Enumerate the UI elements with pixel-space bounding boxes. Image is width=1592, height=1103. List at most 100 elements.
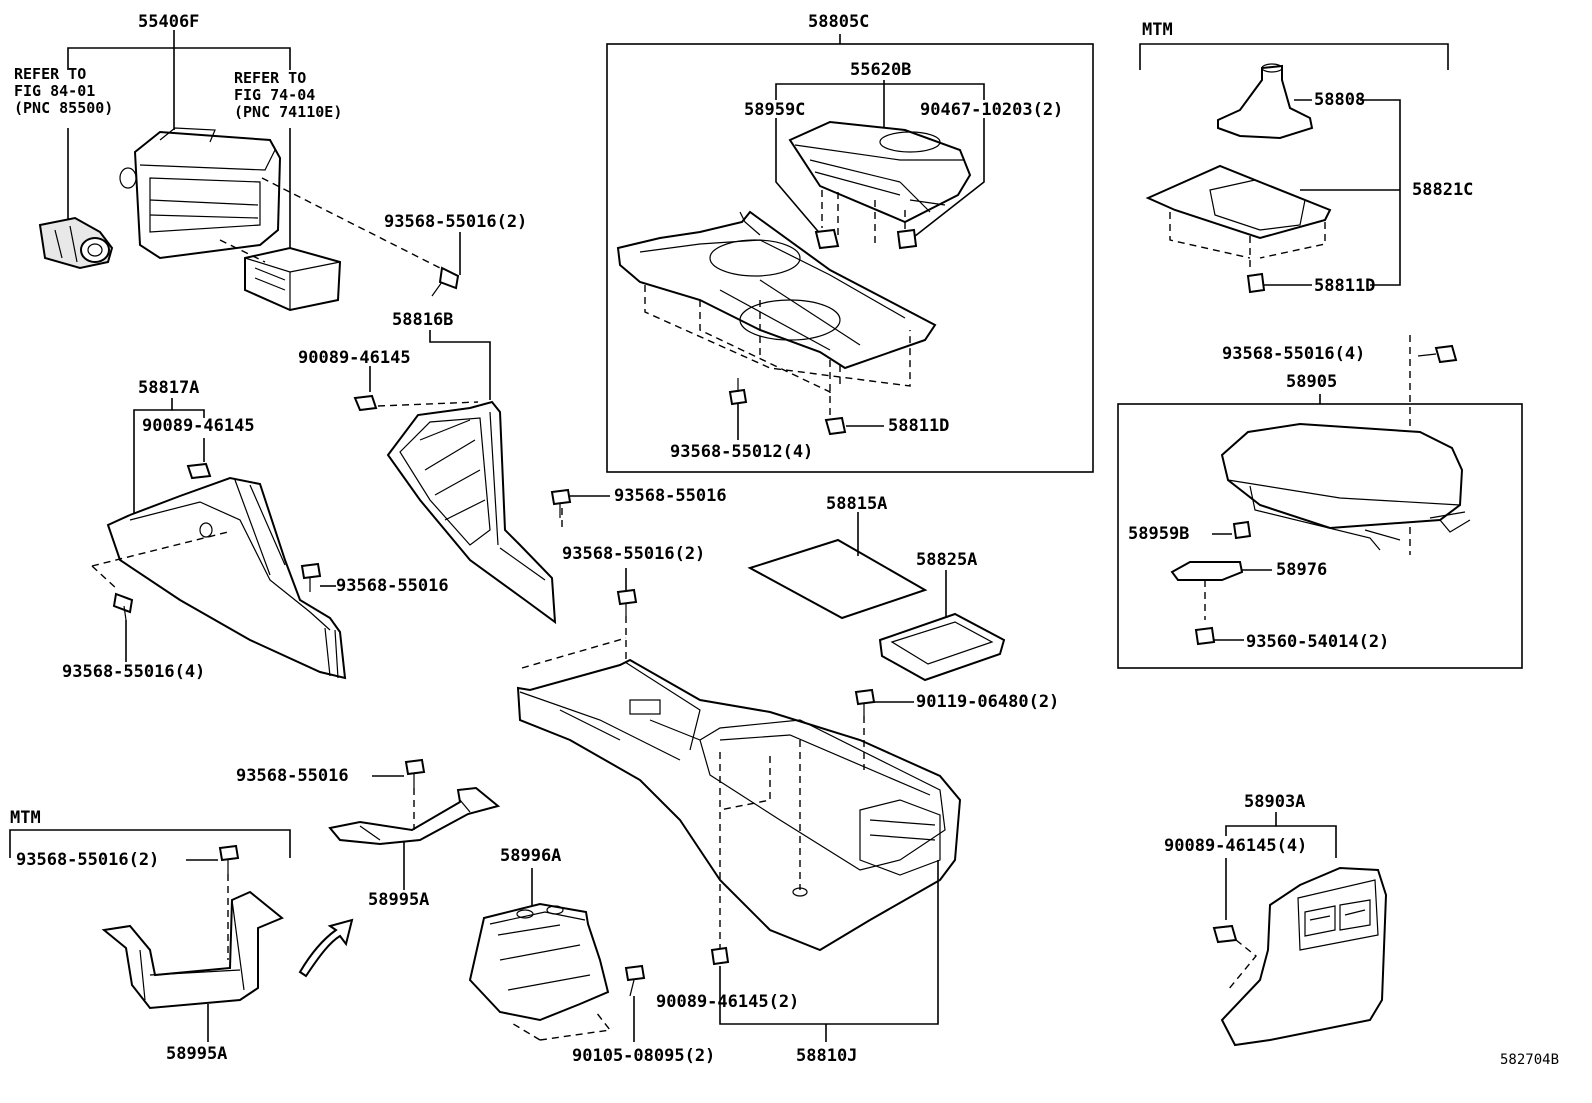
- dash-55620B: [821, 190, 906, 246]
- leader-58903A: [1225, 812, 1337, 920]
- label-58903A: 58903A: [1244, 792, 1306, 812]
- bracket-58995A-b: [101, 890, 284, 1010]
- clip-90089-b: [186, 462, 212, 480]
- label-90105-08095: 90105-08095(2): [572, 1046, 716, 1066]
- label-55406F: 55406F: [138, 12, 200, 32]
- reference-note-74110E-line2: FIG 74-04: [234, 86, 316, 104]
- reference-note-85500-line3: (PNC 85500): [14, 99, 114, 117]
- label-93568-55012: 93568-55012(4): [670, 442, 814, 462]
- label-58811D-a: 58811D: [888, 416, 950, 436]
- cigarette-lighter-part: [38, 216, 114, 270]
- clip-90089-a: [353, 394, 378, 412]
- label-58995A-a: 58995A: [368, 890, 430, 910]
- screw-93568-4a: [112, 592, 134, 621]
- label-58905: 58905: [1286, 372, 1338, 392]
- label-58816B: 58816B: [392, 310, 454, 330]
- screw-93560: [1194, 626, 1216, 646]
- clip-58811D-a: [824, 416, 847, 436]
- leader-55406F: [67, 30, 291, 258]
- label-90089-46145-a: 90089-46145: [298, 348, 411, 368]
- clip-90089-4: [1212, 924, 1238, 944]
- switch-part-74110E: [244, 246, 342, 312]
- mtm-top-bracket: [1139, 43, 1449, 70]
- console-top-panel-58805C: [616, 210, 937, 370]
- dash-clip-a: [377, 401, 479, 407]
- screw-93568-a: [550, 488, 572, 518]
- box-58805C: [606, 43, 1094, 473]
- label-58959B: 58959B: [1128, 524, 1190, 544]
- rear-panel-58903A: [1220, 866, 1388, 1047]
- leader-58816B: [369, 330, 491, 400]
- label-93568-55016-2b: 93568-55016(2): [562, 544, 706, 564]
- leader-58810J: [719, 860, 939, 1042]
- label-55620B: 55620B: [850, 60, 912, 80]
- direction-arrow: [298, 918, 354, 978]
- figure-id: 582704B: [1500, 1052, 1560, 1068]
- cup-holder-55620B: [788, 120, 972, 224]
- label-90089-46145-4: 90089-46145(4): [1164, 836, 1308, 856]
- label-93568-55016-c: 93568-55016: [236, 766, 349, 786]
- shift-bezel-58821C: [1145, 164, 1332, 240]
- reference-note-74110E-line1: REFER TO: [234, 69, 307, 87]
- clip-58811D-b: [1246, 272, 1266, 294]
- leader-58821C-group: [1300, 99, 1401, 286]
- clip-58959C: [814, 228, 840, 250]
- reference-note-74110E-line3: (PNC 74110E): [234, 103, 343, 121]
- label-93568-55016-4b: 93568-55016(4): [1222, 344, 1366, 364]
- label-58810J: 58810J: [796, 1046, 858, 1066]
- mtm-bottom-bracket: [9, 829, 291, 858]
- label-58817A: 58817A: [138, 378, 200, 398]
- dash-58821C: [1169, 212, 1326, 270]
- screw-93568-c: [404, 758, 426, 788]
- label-58821C: 58821C: [1412, 180, 1474, 200]
- label-58805C: 58805C: [808, 12, 870, 32]
- dash-58903A: [1227, 939, 1257, 991]
- screw-93568-b: [300, 562, 322, 592]
- screw-93568-2b: [616, 588, 638, 616]
- dash-55406F-switch: [219, 239, 266, 263]
- label-90089-46145-b: 90089-46145: [142, 416, 255, 436]
- label-58811D-b: 58811D: [1314, 276, 1376, 296]
- label-58995A-b: 58995A: [166, 1044, 228, 1064]
- reference-note-85500-line1: REFER TO: [14, 65, 87, 83]
- label-93560-54014: 93560-54014(2): [1246, 632, 1390, 652]
- label-93568-55016-2a: 93568-55016(2): [384, 212, 528, 232]
- console-box-55406F: [119, 127, 282, 260]
- label-93568-55016-4a: 93568-55016(4): [62, 662, 206, 682]
- armrest-lid-58905: [1220, 422, 1471, 551]
- screw-93568-55012: [728, 378, 748, 406]
- label-90467-10203: 90467-10203(2): [920, 100, 1064, 120]
- label-58996A: 58996A: [500, 846, 562, 866]
- label-mtm-top: MTM: [1142, 20, 1173, 40]
- side-panel-58816B: [386, 400, 557, 625]
- duct-58996A: [468, 902, 610, 1022]
- tray-58825A: [878, 612, 1006, 682]
- label-58808: 58808: [1314, 90, 1366, 110]
- dash-console-top: [521, 616, 627, 669]
- label-93568-55016-a: 93568-55016: [614, 486, 727, 506]
- label-90119-06480: 90119-06480(2): [916, 692, 1060, 712]
- reference-note-85500-line2: FIG 84-01: [14, 82, 96, 100]
- label-93568-55016-2c: 93568-55016(2): [16, 850, 160, 870]
- label-58815A: 58815A: [826, 494, 888, 514]
- label-90089-46145-2: 90089-46145(2): [656, 992, 800, 1012]
- clip-58959B: [1232, 520, 1252, 540]
- dash-console-body: [719, 740, 801, 950]
- box-58905: [1117, 403, 1523, 669]
- screw-93568-2c: [218, 844, 240, 874]
- dash-58996A: [509, 1011, 612, 1041]
- label-58976: 58976: [1276, 560, 1328, 580]
- screw-90105: [624, 964, 646, 997]
- label-93568-55016-b: 93568-55016: [336, 576, 449, 596]
- dash-58817A-b: [91, 565, 119, 591]
- dash-58805C: [644, 285, 911, 418]
- mat-58815A: [747, 538, 928, 620]
- clip-90089-2: [710, 946, 730, 966]
- screw-90119: [854, 688, 876, 716]
- screw-93568-55016-2a: [431, 266, 460, 297]
- console-body-58810J: [516, 658, 962, 952]
- label-58959C: 58959C: [744, 100, 806, 120]
- hinge-58976: [1170, 561, 1244, 581]
